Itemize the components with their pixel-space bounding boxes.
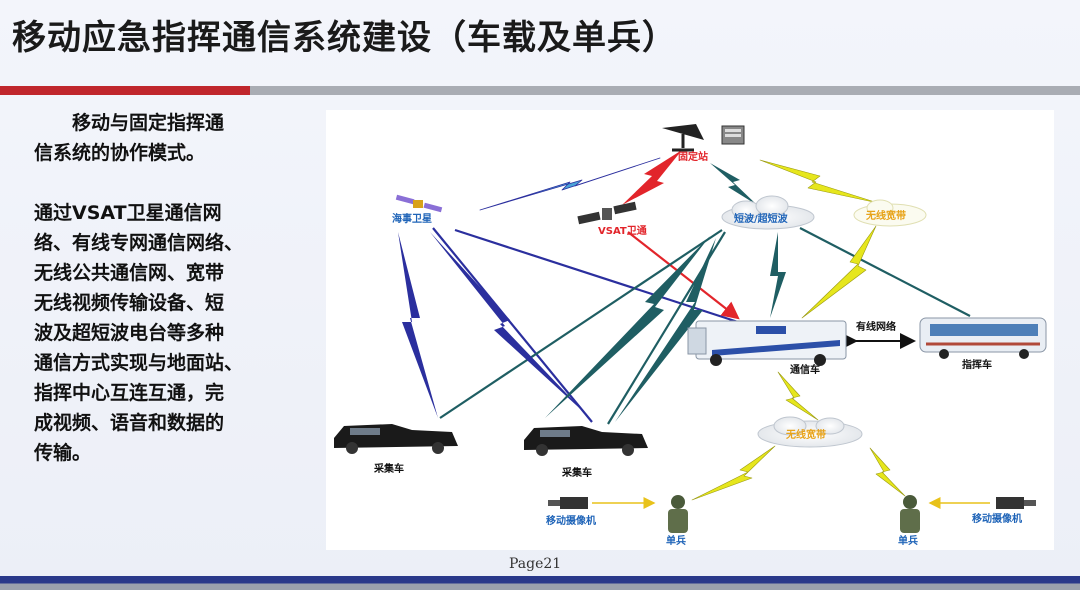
- label-camera-left: 移动摄像机: [546, 514, 596, 527]
- link-shortwave-car1: [439, 229, 723, 419]
- soldier-right-icon: [900, 495, 920, 533]
- body-line: 络、有线专网通信网络、: [34, 232, 244, 254]
- link-shortwave-command: [799, 227, 971, 317]
- label-collection-vehicle-2: 采集车: [561, 466, 592, 479]
- body-line: 无线视频传输设备、短: [34, 292, 225, 314]
- vsat-satellite-icon: [577, 201, 637, 225]
- body-line: 成视频、语音和数据的: [34, 412, 225, 434]
- broadband-cloud-top-icon: [853, 199, 927, 227]
- network-diagram: 固定站 海事卫星 VSAT卫通 短波/超短波 无线宽带 通信车 有线网络: [326, 110, 1054, 550]
- label-soldier-right: 单兵: [898, 534, 918, 547]
- link-maritime-car2: [432, 227, 593, 423]
- label-fixed-station: 固定站: [678, 150, 708, 163]
- collection-vehicle-1-icon: [334, 424, 458, 454]
- bolt-broadband-soldier-left: [691, 445, 776, 501]
- label-command-vehicle: 指挥车: [962, 358, 992, 371]
- comm-vehicle-icon: [687, 320, 847, 366]
- title-underline-red: [0, 86, 250, 95]
- bolt-commcar-broadband: [777, 371, 819, 421]
- heading-line: 移动与固定指挥通: [72, 112, 225, 134]
- command-vehicle-icon: [919, 317, 1047, 359]
- bolt-shortwave-car1: [545, 236, 710, 418]
- label-broadband-bottom: 无线宽带: [785, 428, 826, 441]
- label-vsat: VSAT卫通: [598, 225, 647, 237]
- bolt-shortwave-commcar: [770, 232, 786, 318]
- body-line: 指挥中心互连互通，完: [34, 382, 225, 404]
- fixed-station-icon: [662, 124, 745, 152]
- maritime-satellite-icon: [395, 194, 443, 213]
- bolt-broadband-commcar: [801, 225, 877, 319]
- collection-vehicle-2-icon: [524, 426, 648, 456]
- mobile-camera-right-icon: [996, 497, 1036, 509]
- title-underline-grey: [250, 86, 1080, 95]
- heading-line: 信系统的协作模式。: [34, 142, 206, 164]
- label-maritime-satellite: 海事卫星: [392, 212, 432, 225]
- body-line: 通信方式实现与地面站、: [34, 352, 244, 374]
- left-heading: 移动与固定指挥通 信系统的协作模式。: [34, 108, 304, 168]
- mobile-camera-left-icon: [548, 497, 588, 509]
- footer-bar: [0, 576, 1080, 590]
- bolt-vsat-fixed: [622, 150, 682, 205]
- body-line: 波及超短波电台等多种: [34, 322, 225, 344]
- bolt-maritime-car2: [430, 232, 588, 416]
- bolt-broadband-soldier-right: [869, 447, 906, 497]
- soldier-left-icon: [668, 495, 688, 533]
- label-soldier-left: 单兵: [666, 534, 686, 547]
- label-comm-vehicle: 通信车: [790, 363, 820, 376]
- bolt-fixed-shortwave: [710, 163, 757, 205]
- bolt-maritime-car1: [398, 232, 438, 418]
- label-wired-network: 有线网络: [856, 320, 896, 333]
- page-number: Page21: [509, 556, 562, 572]
- link-maritime-commcar: [454, 228, 739, 324]
- bolt-maritime-fixed: [479, 157, 661, 211]
- link-vsat-commcar: [627, 231, 740, 320]
- page-title: 移动应急指挥通信系统建设（车载及单兵）: [12, 18, 677, 58]
- shortwave-cloud-icon: [721, 195, 815, 230]
- body-line: 无线公共通信网、宽带: [34, 262, 225, 284]
- body-line: 传输。: [34, 442, 92, 464]
- label-shortwave: 短波/超短波: [734, 212, 789, 225]
- left-body-text: 通过VSAT卫星通信网 络、有线专网通信网络、 无线公共通信网、宽带 无线视频传…: [34, 198, 309, 468]
- lightning-bolts: [398, 150, 906, 501]
- body-line: 通过VSAT卫星通信网: [34, 202, 222, 224]
- label-collection-vehicle-1: 采集车: [373, 462, 404, 475]
- label-camera-right: 移动摄像机: [972, 512, 1022, 525]
- label-broadband-top: 无线宽带: [865, 209, 906, 222]
- broadband-cloud-bottom-icon: [757, 416, 863, 448]
